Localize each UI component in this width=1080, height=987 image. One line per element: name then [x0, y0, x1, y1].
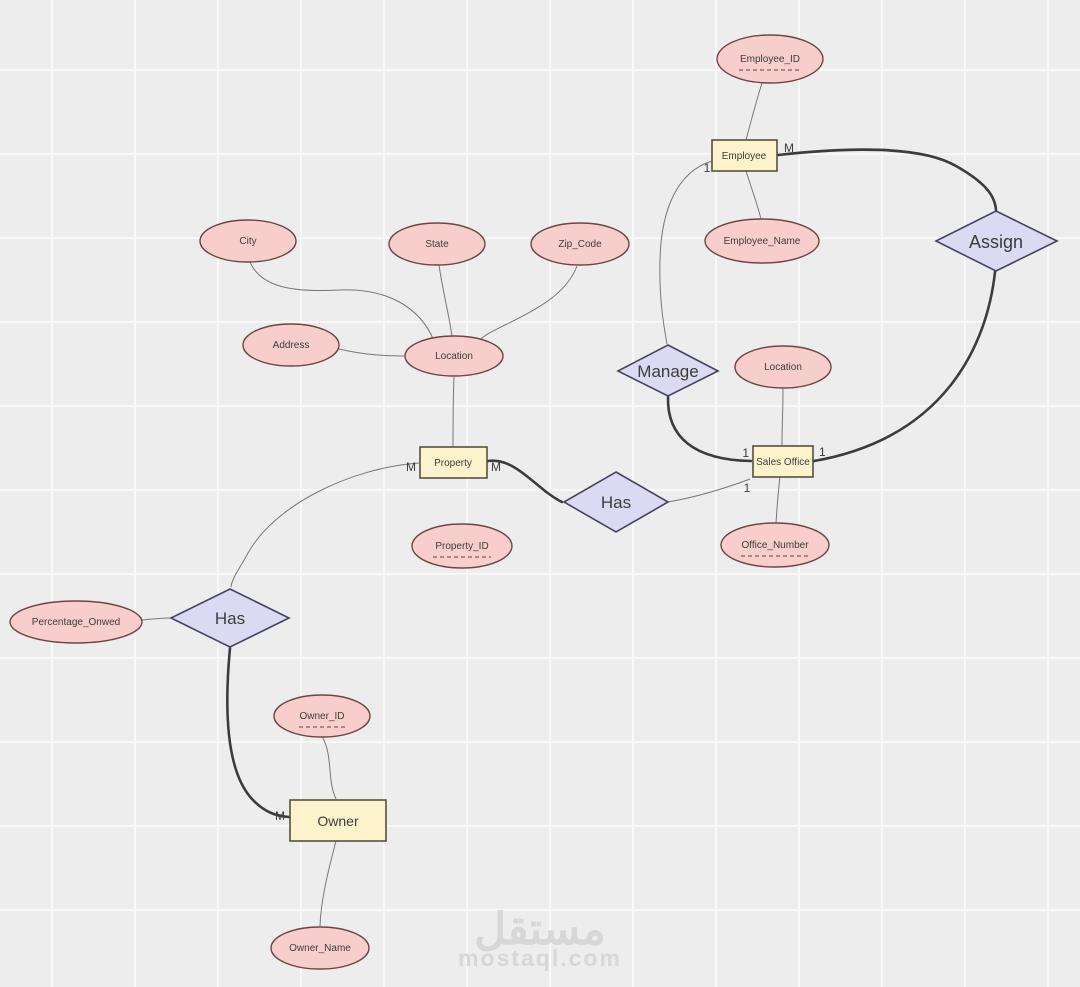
attribute-property-id: Property_ID [411, 523, 513, 569]
edge-employee-employee-name [745, 170, 762, 220]
attribute-ellipse [273, 694, 371, 738]
edge-property-has-owner [230, 462, 420, 588]
attribute-label: Owner_Name [289, 943, 351, 954]
entity-label: Sales Office [756, 457, 810, 468]
attribute-label: Location [435, 351, 473, 362]
entity-sales-office: Sales Office [752, 445, 814, 478]
attribute-label: Location [764, 362, 802, 373]
relationship-diamond [169, 588, 291, 648]
edge-employee-id-employee [745, 82, 763, 141]
attribute-label: Property_ID [435, 541, 488, 552]
attribute-ellipse [388, 222, 486, 266]
edge-manage-sales-office [666, 395, 753, 463]
entity-employee: Employee [711, 139, 778, 172]
edge-location-sales-office [781, 388, 784, 446]
edge-percentage-has [141, 617, 171, 621]
attribute-owner-name: Owner_Name [270, 926, 370, 970]
entity-rect [289, 799, 387, 842]
edge-has-owner [226, 646, 291, 819]
watermark: مستقل mostaql.com [458, 905, 622, 971]
edge-zip-code-location [478, 265, 578, 342]
edge-employee-manage [659, 160, 713, 345]
entity-owner: Owner [289, 799, 387, 842]
attribute-owner-id: Owner_ID [273, 694, 371, 738]
relationship-diamond [616, 344, 720, 397]
attribute-label: Address [273, 340, 310, 351]
cardinality-employee-manage: 1 [704, 161, 711, 175]
edge-assign-sales-office [812, 270, 997, 463]
relationship-diamond [562, 471, 670, 533]
attribute-state: State [388, 222, 486, 266]
relationship-manage: Manage [616, 344, 720, 397]
attribute-ellipse [716, 34, 824, 84]
attribute-location-office: Location [734, 345, 832, 389]
entity-rect [711, 139, 778, 172]
attribute-employee-name: Employee_Name [704, 218, 820, 264]
entity-property: Property [419, 446, 488, 479]
edge-state-location [438, 264, 453, 337]
edge-owner-owner-name [319, 840, 337, 927]
attribute-ellipse [704, 218, 820, 264]
entity-label: Owner [317, 813, 359, 829]
relationship-has-owner-property: Has [169, 588, 291, 648]
attribute-ellipse [9, 600, 143, 644]
relationship-has-office-property: Has [562, 471, 670, 533]
relationship-diamond [934, 210, 1059, 272]
attribute-ellipse [270, 926, 370, 970]
cardinality-sales-office-has: 1 [744, 481, 751, 495]
cardinality-property-has-office: M [491, 460, 501, 474]
entity-rect [419, 446, 488, 479]
attribute-label: State [425, 239, 449, 250]
relationship-label: Has [601, 493, 631, 512]
cardinality-sales-office-manage: 1 [742, 446, 749, 460]
entity-rect [752, 445, 814, 478]
attribute-label: Owner_ID [299, 711, 344, 722]
edge-employee-assign [776, 148, 998, 212]
cardinality-employee-assign: M [784, 141, 794, 155]
attribute-location-property: Location [404, 335, 504, 377]
edge-owner-id-owner [322, 737, 337, 800]
attribute-label: Employee_Name [724, 236, 801, 247]
attribute-ellipse [404, 335, 504, 377]
entity-label: Employee [722, 151, 767, 162]
edge-property-has-office [486, 459, 564, 504]
attribute-label: Office_Number [741, 540, 809, 551]
attribute-label: Zip_Code [558, 239, 602, 250]
cardinality-owner-has: M [275, 809, 285, 823]
cardinality-sales-office-assign: 1 [819, 445, 826, 459]
attribute-office-number: Office_Number [720, 522, 830, 568]
attribute-employee-id: Employee_ID [716, 34, 824, 84]
relationship-label: Assign [969, 232, 1023, 252]
attribute-label: Percentage_Onwed [32, 617, 120, 628]
attribute-zip-code: Zip_Code [530, 222, 630, 266]
attribute-ellipse [242, 323, 340, 367]
watermark-domain-text: mostaql.com [458, 945, 622, 971]
watermark-arabic-text: مستقل [474, 905, 606, 954]
relationship-label: Has [215, 609, 245, 628]
edge-address-location [338, 348, 408, 357]
edge-location-property [452, 376, 455, 448]
relationship-assign: Assign [934, 210, 1059, 272]
edge-city-location [249, 261, 435, 342]
relationship-label: Manage [637, 362, 698, 381]
cardinality-property-has-owner: M [406, 460, 416, 474]
attribute-ellipse [734, 345, 832, 389]
entity-label: Property [434, 458, 472, 469]
attribute-label: Employee_ID [740, 54, 800, 65]
edge-has-sales-office [667, 478, 751, 503]
attribute-city: City [199, 219, 297, 263]
attribute-label: City [239, 236, 256, 247]
attribute-percentage-onwed: Percentage_Onwed [9, 600, 143, 644]
attribute-ellipse [530, 222, 630, 266]
attribute-ellipse [199, 219, 297, 263]
edge-sales-office-office-number [775, 476, 781, 524]
attribute-address: Address [242, 323, 340, 367]
